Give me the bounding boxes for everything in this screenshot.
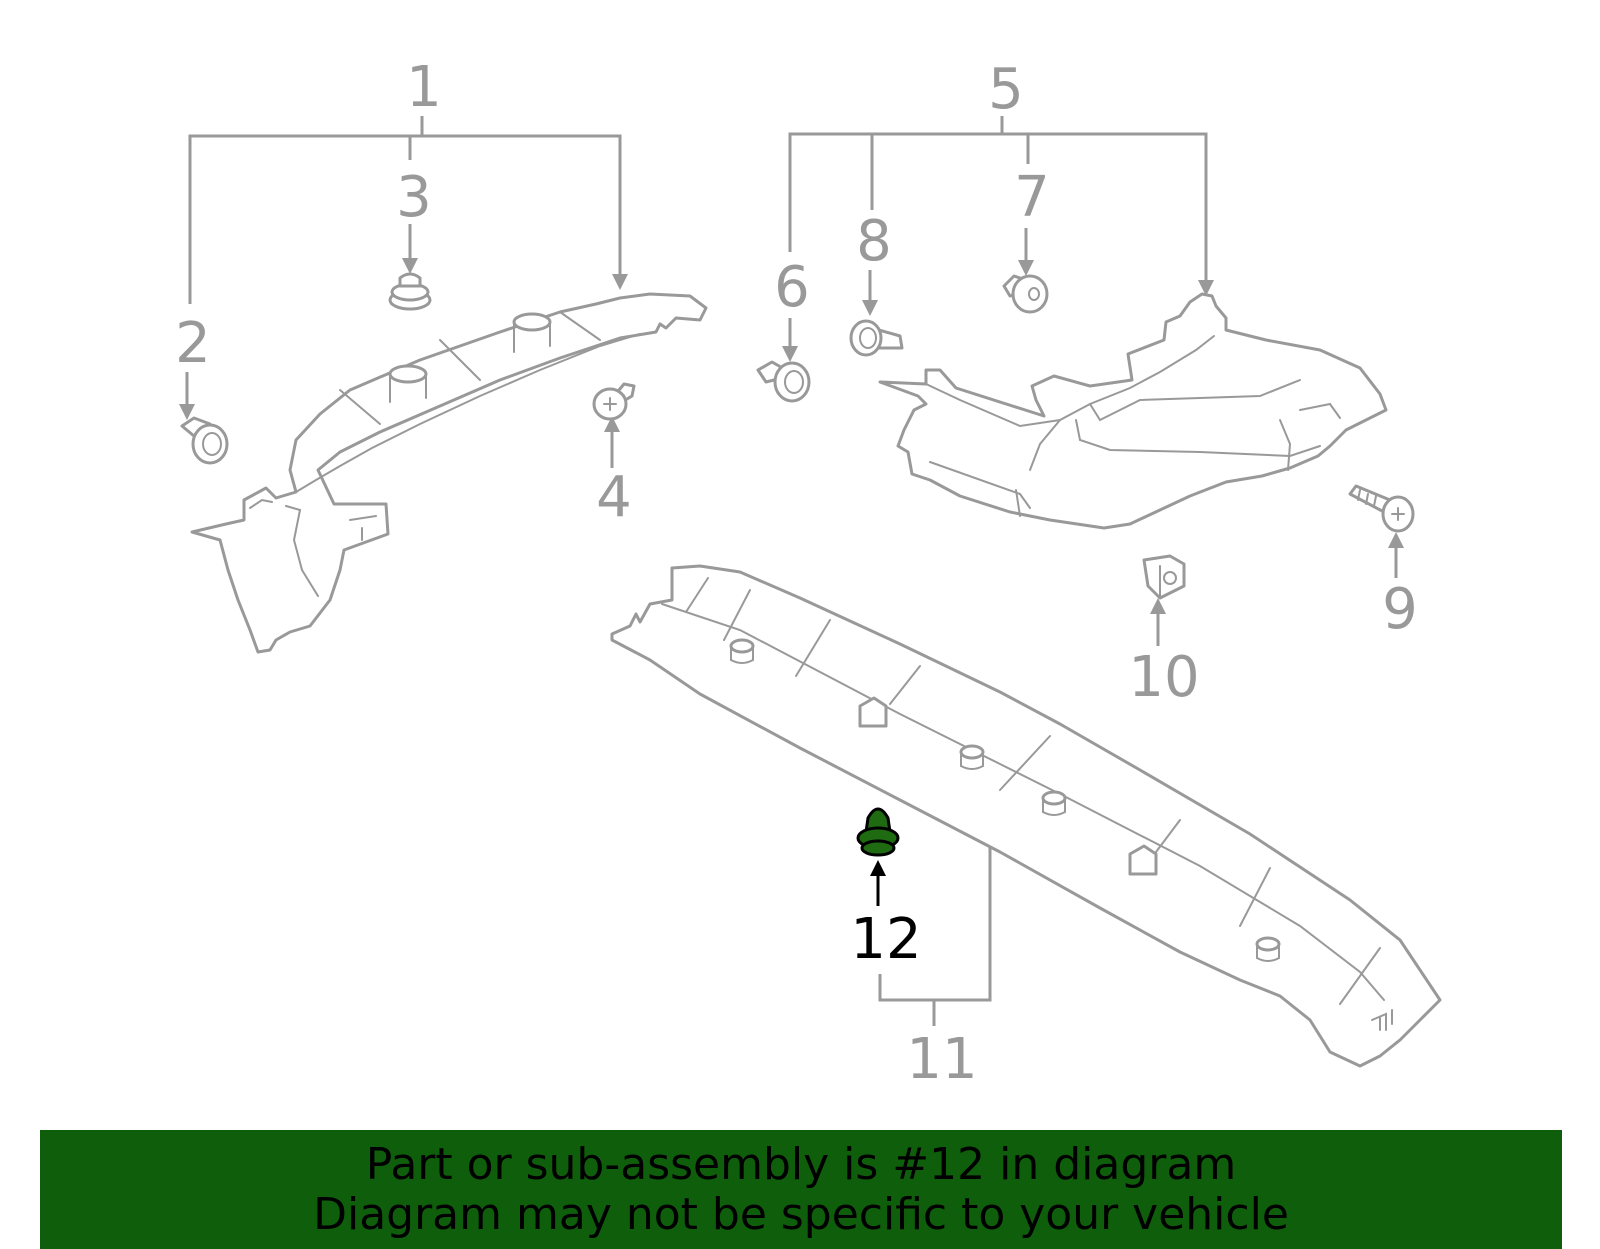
arrowhead-10: [1150, 598, 1166, 614]
arrowhead-7: [1018, 260, 1034, 276]
callout-11: 11: [906, 1027, 977, 1092]
callout-10: 10: [1128, 645, 1199, 710]
trim-boss: [512, 312, 552, 332]
arrowhead-9: [1388, 532, 1404, 548]
part-12-clip-highlighted[interactable]: [856, 807, 900, 857]
banner-line-disclaimer: Diagram may not be specific to your vehi…: [313, 1188, 1289, 1240]
sill-boss: [729, 638, 755, 664]
callout-2: 2: [175, 311, 211, 376]
part-9-screw: [1348, 484, 1415, 533]
part-3-clip: [388, 272, 432, 311]
part-8-clip: [849, 319, 904, 357]
part-6-clip: [756, 360, 811, 403]
arrowhead-4: [604, 416, 620, 432]
sill-boss: [1255, 936, 1281, 962]
callout-labels: 1 2 3 4 5 6 7 8 9 10 11 12: [175, 55, 1418, 1092]
leader-lines: [179, 116, 1404, 1026]
part-10-nut: [1142, 554, 1186, 600]
arrowhead-2: [179, 404, 195, 420]
leader-5-bracket: [788, 132, 1208, 280]
part-2-clip: [180, 416, 229, 465]
callout-9: 9: [1382, 577, 1418, 642]
callout-6: 6: [774, 255, 810, 320]
sill-boss: [1128, 844, 1158, 876]
arrowhead-6: [782, 346, 798, 362]
part-5-trim: [878, 292, 1388, 530]
callout-8: 8: [856, 209, 892, 274]
sill-boss: [1041, 790, 1067, 816]
sill-boss: [858, 696, 888, 728]
callout-1: 1: [406, 55, 442, 120]
info-banner: Part or sub-assembly is #12 in diagram D…: [40, 1130, 1562, 1249]
trim-boss: [388, 364, 428, 384]
sill-boss: [959, 744, 985, 770]
callout-5: 5: [988, 57, 1024, 122]
part-11-trim: [610, 564, 1442, 1068]
arrowhead-5: [1198, 280, 1214, 296]
callout-3: 3: [396, 165, 432, 230]
leader-1-bracket: [188, 134, 622, 304]
callout-12: 12: [850, 907, 921, 972]
arrowhead-12: [870, 860, 886, 876]
arrowhead-3: [402, 258, 418, 274]
arrowhead-1: [612, 274, 628, 290]
part-7-clip: [1002, 274, 1049, 314]
callout-7: 7: [1014, 165, 1050, 230]
part-1-trim: [190, 292, 708, 654]
callout-4: 4: [596, 465, 632, 530]
part-4-clip: [592, 382, 636, 421]
arrowhead-8: [862, 300, 878, 316]
banner-line-part: Part or sub-assembly is #12 in diagram: [365, 1138, 1237, 1190]
